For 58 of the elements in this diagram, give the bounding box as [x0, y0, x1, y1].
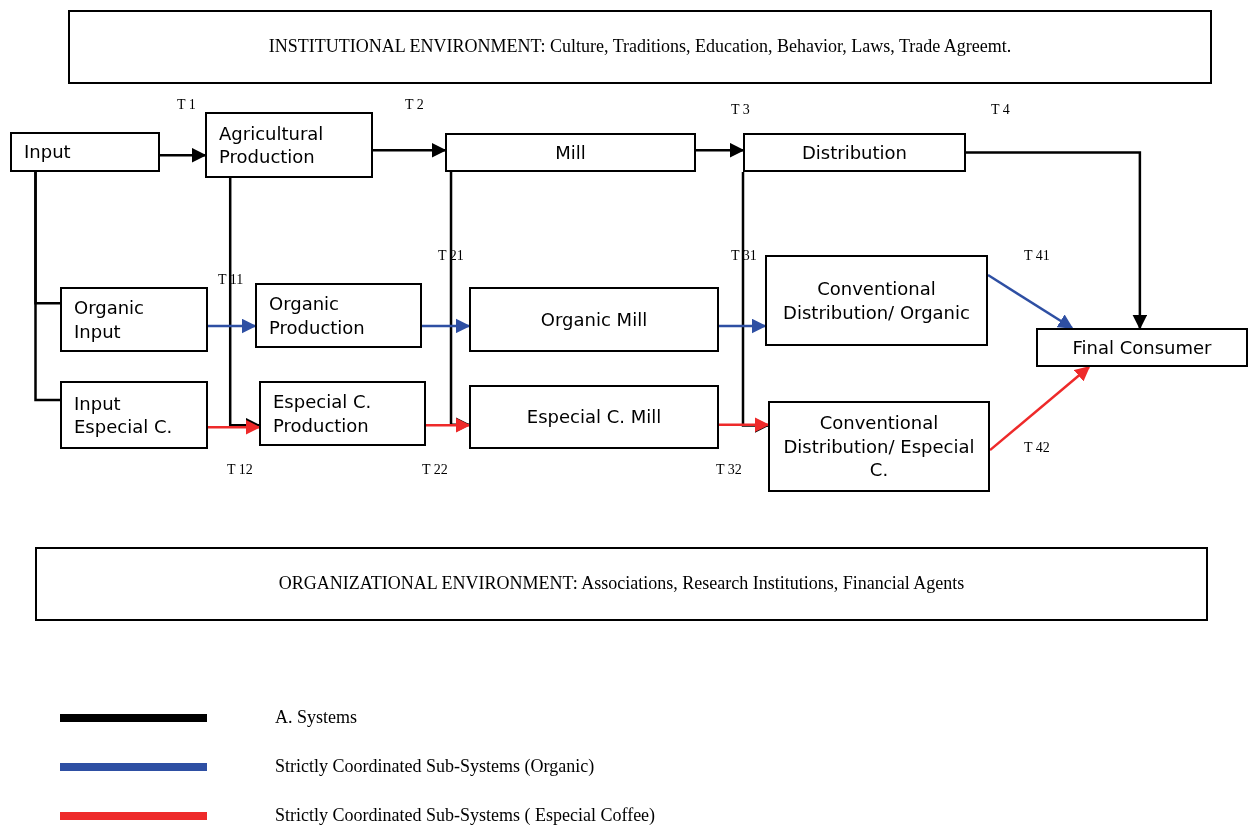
process-box: [765, 255, 988, 346]
environment-box: [68, 10, 1212, 84]
legend-label: A. Systems: [275, 707, 357, 728]
box-label: INSTITUTIONAL ENVIRONMENT: Culture, Traditions, Education, Behavior, Laws, Trade Agreemt.: [268, 35, 1012, 59]
arrow: [741, 172, 770, 434]
transaction-label: T 41: [1024, 248, 1050, 264]
process-box: [259, 381, 426, 446]
transaction-label: T 32: [716, 462, 742, 478]
connector-line: [34, 172, 60, 402]
process-box: [469, 287, 719, 352]
box-label: Input Especial C.: [74, 391, 174, 439]
arrow: [989, 366, 1091, 452]
process-box: [445, 133, 696, 172]
box-label: Mill: [555, 140, 586, 165]
process-box: [205, 112, 373, 178]
box-label: Conventional Distribution/ Especial C.: [783, 411, 975, 482]
box-label: Especial C. Production: [273, 390, 373, 437]
process-box: [60, 381, 208, 449]
legend-label: Strictly Coordinated Sub-Systems ( Especial Coffee): [275, 805, 656, 826]
box-label: Conventional Distribution/ Organic: [782, 277, 971, 324]
transaction-label: T 2: [405, 97, 424, 113]
box-label: Agricultural Production: [219, 121, 325, 169]
transaction-label: T 3: [731, 102, 750, 118]
arrow: [426, 417, 471, 433]
arrow: [719, 318, 767, 334]
process-box: [10, 132, 160, 172]
process-box: [743, 133, 966, 172]
box-label: Distribution: [802, 140, 907, 165]
transaction-label: T 11: [218, 272, 244, 288]
box-label: Final Consumer: [1072, 335, 1212, 360]
box-label: Especial C. Mill: [526, 405, 662, 429]
transaction-label: T 42: [1024, 440, 1050, 456]
legend-label: Strictly Coordinated Sub-Systems (Organic): [275, 756, 595, 777]
arrow: [208, 419, 261, 435]
arrow: [719, 417, 770, 433]
transaction-label: T 22: [422, 462, 448, 478]
arrow: [987, 273, 1074, 330]
arrow: [373, 142, 447, 158]
arrow: [696, 142, 745, 158]
box-label: Organic Production: [269, 292, 366, 339]
box-label: Organic Input: [74, 296, 145, 343]
environment-box: [35, 547, 1208, 621]
arrow: [422, 318, 471, 334]
transaction-label: T 1: [177, 97, 196, 113]
transaction-label: T 31: [731, 248, 757, 264]
arrow: [208, 318, 257, 334]
arrow: [160, 147, 207, 163]
process-box: [469, 385, 719, 449]
arrow: [966, 151, 1148, 330]
box-label: Input: [24, 140, 71, 164]
process-box: [255, 283, 422, 348]
box-label: ORGANIZATIONAL ENVIRONMENT: Associations, Research Institutions, Financial Agents: [278, 572, 965, 596]
process-box: [60, 287, 208, 352]
process-box: [1036, 328, 1248, 367]
box-label: Organic Mill: [540, 307, 648, 332]
transaction-label: T 12: [227, 462, 253, 478]
process-box: [768, 401, 990, 492]
transaction-label: T 4: [991, 102, 1010, 118]
